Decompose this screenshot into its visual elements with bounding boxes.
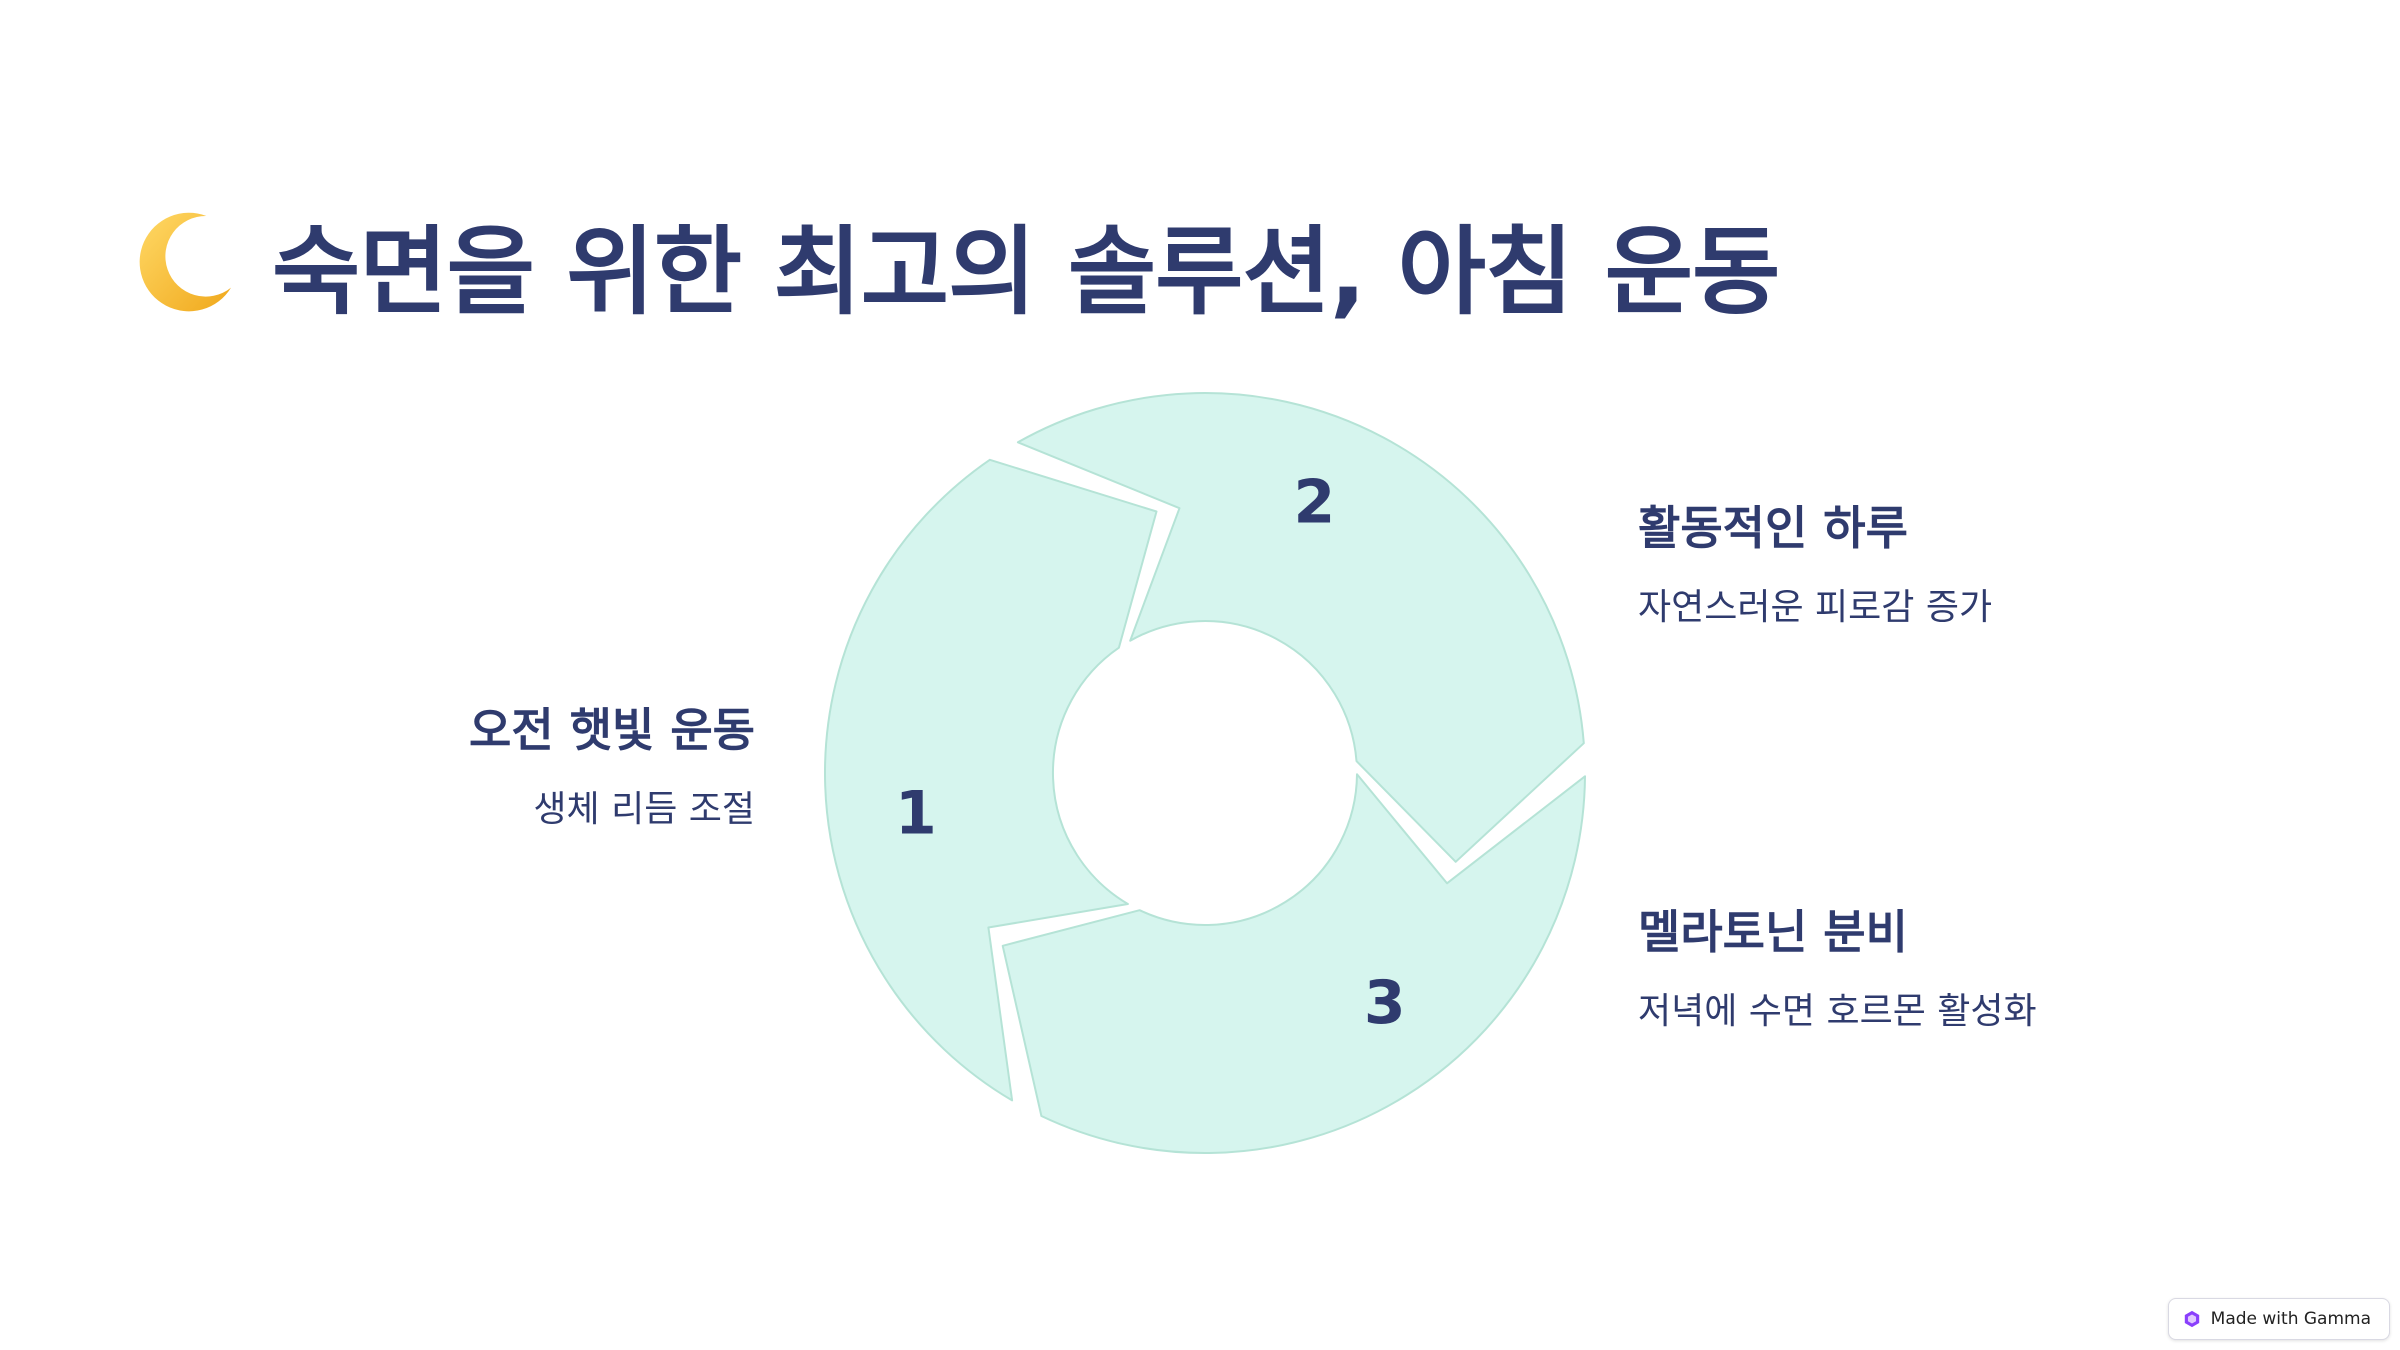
step-3-label: 멜라토닌 분비 [1638, 905, 1908, 959]
step-3-number: 3 [1364, 968, 1406, 1038]
cycle-segment-1 [824, 458, 1158, 1102]
step-1-label: 오전 햇빛 운동 [469, 703, 755, 757]
gamma-logo-icon [2184, 1310, 2199, 1328]
page-title-text: 숙면을 위한 최고의 솔루션, 아침 운동 [272, 215, 1780, 328]
made-with-gamma-badge[interactable]: Made with Gamma [2167, 1298, 2390, 1340]
step-1-number: 1 [895, 779, 937, 849]
cycle-segment-2 [1016, 392, 1585, 863]
step-3-description: 저녁에 수면 호르몬 활성화 [1638, 991, 2037, 1032]
step-2-number: 2 [1294, 467, 1336, 537]
cycle-diagram: 1 2 3 [824, 392, 1586, 1154]
step-2-label: 활동적인 하루 [1638, 501, 1908, 555]
crescent-moon-icon [139, 212, 232, 312]
step-1-description: 생체 리듬 조절 [533, 789, 755, 830]
step-2-description: 자연스러운 피로감 증가 [1638, 587, 1993, 628]
page-title: 숙면을 위한 최고의 솔루션, 아침 운동 [128, 198, 1780, 328]
cycle-segment-3 [1001, 773, 1586, 1154]
badge-text: Made with Gamma [2210, 1309, 2371, 1329]
